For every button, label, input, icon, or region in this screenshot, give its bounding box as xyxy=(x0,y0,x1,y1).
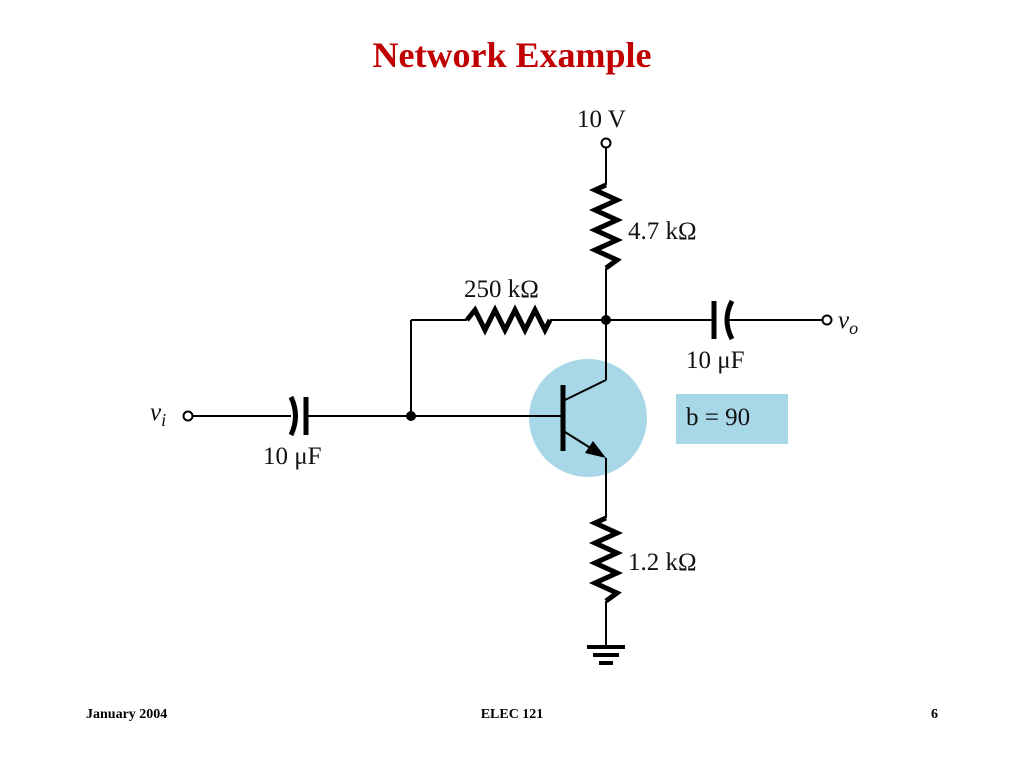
output-voltage-symbol: vo xyxy=(838,307,858,338)
beta-label: b = 90 xyxy=(686,404,750,431)
output-capacitor-label: 10 μF xyxy=(686,347,745,374)
emitter-resistor-label: 1.2 kΩ xyxy=(628,549,697,576)
footer-date: January 2004 xyxy=(86,707,168,722)
transistor-highlight xyxy=(529,359,647,477)
beta-box xyxy=(676,394,788,444)
collector-resistor xyxy=(588,182,624,271)
emitter-resistor xyxy=(588,515,624,604)
supply-label: 10 V xyxy=(577,106,626,133)
transistor-collector-lead xyxy=(564,379,607,401)
input-capacitor-label: 10 μF xyxy=(263,443,322,470)
input-voltage-symbol: vi xyxy=(150,399,166,430)
base-resistor xyxy=(465,304,553,336)
input-terminal xyxy=(182,410,194,422)
footer-page-number: 6 xyxy=(931,707,938,722)
ground-icon xyxy=(587,645,625,665)
emitter-arrow-icon xyxy=(585,441,606,458)
footer-course: ELEC 121 xyxy=(480,707,544,722)
collector-resistor-label: 4.7 kΩ xyxy=(628,218,697,245)
base-resistor-label: 250 kΩ xyxy=(464,276,539,303)
input-capacitor-plate-curved xyxy=(288,395,298,437)
supply-terminal xyxy=(600,137,612,149)
output-terminal xyxy=(821,314,833,326)
slide-title: Network Example xyxy=(372,35,652,75)
